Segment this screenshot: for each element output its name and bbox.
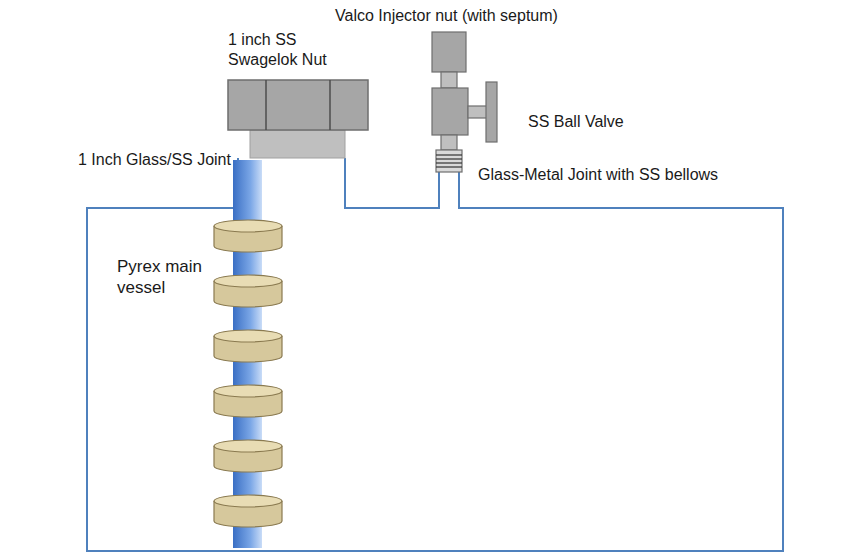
part-label: 1 Inch Glass/SS Joint [78,150,248,170]
glass-ss-joint [250,130,345,158]
part-label: Valco Injector nut (with septum) [335,6,635,26]
vessel-region: Pyrex main vessel [87,208,783,551]
vessel-label: Pyrex main vessel [117,256,217,298]
swagelok-nut [228,80,368,130]
part-label: Glass-Metal Joint with SS bellows [478,165,808,185]
valve-assembly [432,32,497,172]
part-label: SS Ball Valve [528,112,728,132]
vessel-outline [87,158,783,551]
part-label: 1 inch SS Swagelok Nut [228,30,340,70]
sample-discs [214,220,282,527]
